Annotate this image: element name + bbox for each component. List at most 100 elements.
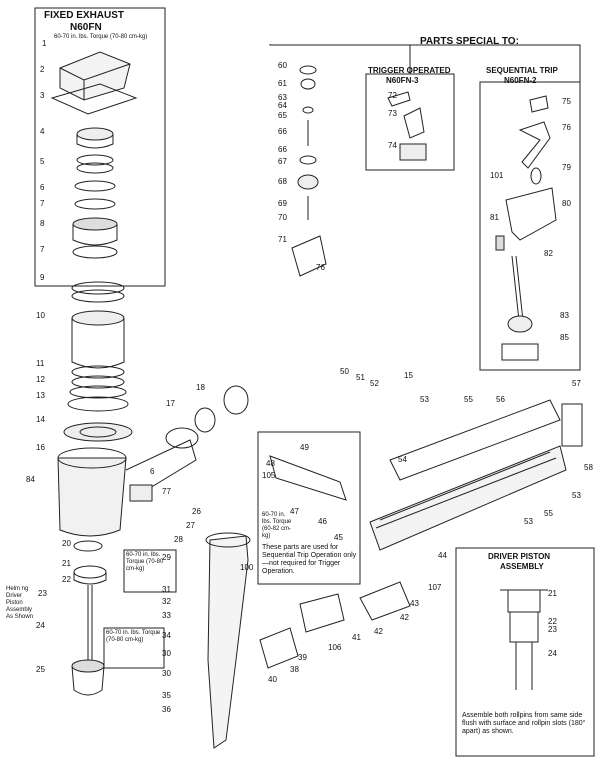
part-label: 3 (40, 91, 45, 100)
part-label: 12 (36, 375, 45, 384)
part-label: 44 (438, 551, 447, 560)
fixed-exhaust-panel (34, 7, 166, 287)
part-label: 81 (490, 213, 499, 222)
part-label: 27 (186, 521, 195, 530)
driver-piston-title: DRIVER PISTON (488, 552, 551, 561)
part-label: 85 (560, 333, 569, 342)
parts-special-title: PARTS SPECIAL TO: (420, 36, 519, 47)
part-label: 42 (374, 627, 383, 636)
part-label: 71 (278, 235, 287, 244)
part-label: 77 (162, 487, 171, 496)
driver-piston-subtitle: ASSEMBLY (500, 562, 544, 571)
panel-borders (34, 7, 595, 757)
part-label: 18 (196, 383, 205, 392)
part-label: 76 (562, 123, 571, 132)
part-label: 107 (428, 583, 442, 592)
driver-piston-note: Assemble both rollpins from same side fl… (462, 712, 586, 735)
part-label: 23 (38, 589, 47, 598)
driver-blade-note: Helm ng Driver Piston Assembly As Shown (6, 586, 34, 620)
part-label: 55 (464, 395, 473, 404)
part-label: 23 (548, 625, 557, 634)
part-label: 75 (562, 97, 571, 106)
part-label: 53 (524, 517, 533, 526)
torque-note-top: 60-70 in. lbs. Torque (70-80 cm-kg) (54, 34, 148, 40)
part-label: 53 (420, 395, 429, 404)
sequential-trip-model: N60FN-2 (504, 76, 537, 85)
part-label: 43 (410, 599, 419, 608)
part-label: 56 (496, 395, 505, 404)
part-label: 106 (328, 643, 342, 652)
part-label: 55 (544, 509, 553, 518)
fixed-exhaust-title: FIXED EXHAUST (44, 10, 125, 21)
part-label: 29 (162, 553, 171, 562)
part-label: 16 (36, 443, 45, 452)
part-label: 51 (356, 373, 365, 382)
part-label: 74 (388, 141, 397, 150)
part-label: 34 (162, 631, 171, 640)
trigger-column (291, 65, 327, 277)
part-label: 57 (572, 379, 581, 388)
part-label: 64 (278, 101, 287, 110)
part-label: 42 (400, 613, 409, 622)
part-label: 47 (290, 507, 299, 516)
part-label: 15 (404, 371, 413, 380)
part-label: 68 (278, 177, 287, 186)
torque-box-mid (123, 549, 177, 593)
torque-note-low: 60-70 in. lbs. Torque (70-80 cm-kg) (106, 630, 161, 643)
part-label: 54 (398, 455, 407, 464)
part-label: 4 (40, 127, 45, 136)
sequential-detail-panel (257, 431, 361, 585)
part-label: 38 (290, 665, 299, 674)
torque-box-low (103, 627, 165, 669)
part-label: 22 (548, 617, 557, 626)
part-label: 83 (560, 311, 569, 320)
torque-note-trip: 60-70 in. lbs. Torque (60-82 cm-kg) (262, 512, 292, 539)
part-label: 72 (388, 91, 397, 100)
part-label: 30 (162, 669, 171, 678)
part-label: 84 (26, 475, 35, 484)
sequential-trip-panel (479, 81, 581, 371)
fixed-exhaust-model: N60FN (70, 22, 102, 33)
part-label: 76 (316, 263, 325, 272)
part-label: 65 (278, 111, 287, 120)
part-label: 79 (562, 163, 571, 172)
parts-special-bracket (269, 44, 581, 82)
part-label: 35 (162, 691, 171, 700)
part-label: 82 (544, 249, 553, 258)
part-label: 21 (62, 559, 71, 568)
part-label: 60 (278, 61, 287, 70)
part-label: 17 (166, 399, 175, 408)
part-label: 22 (62, 575, 71, 584)
part-label: 41 (352, 633, 361, 642)
part-label: 50 (340, 367, 349, 376)
part-label: 14 (36, 415, 45, 424)
part-label: 49 (300, 443, 309, 452)
driver-piston-panel (455, 547, 595, 757)
part-label: 2 (40, 65, 45, 74)
part-label: 67 (278, 157, 287, 166)
part-label: 1 (42, 39, 47, 48)
part-label: 9 (40, 273, 45, 282)
part-label: 58 (584, 463, 593, 472)
driver-and-base (71, 540, 107, 696)
sequential-trip-title: SEQUENTIAL TRIP (486, 66, 558, 75)
part-label: 7 (40, 199, 45, 208)
part-label: 40 (268, 675, 277, 684)
part-label: 63 (278, 93, 287, 102)
part-label: 66 (278, 127, 287, 136)
part-label: 53 (572, 491, 581, 500)
trigger-operated-model: N60FN-3 (386, 76, 419, 85)
part-label: 36 (162, 705, 171, 714)
cylinder-stack (57, 281, 249, 537)
part-label: 8 (40, 219, 45, 228)
part-label: 45 (334, 533, 343, 542)
part-label: 30 (162, 649, 171, 658)
part-label: 46 (318, 517, 327, 526)
part-label: 6 (40, 183, 45, 192)
part-labels: 1 2 3 4 5 6 7 8 7 9 10 11 12 13 14 16 84… (26, 39, 593, 714)
part-label: 52 (370, 379, 379, 388)
part-label: 20 (62, 539, 71, 548)
part-label: 80 (562, 199, 571, 208)
part-label: 31 (162, 585, 171, 594)
